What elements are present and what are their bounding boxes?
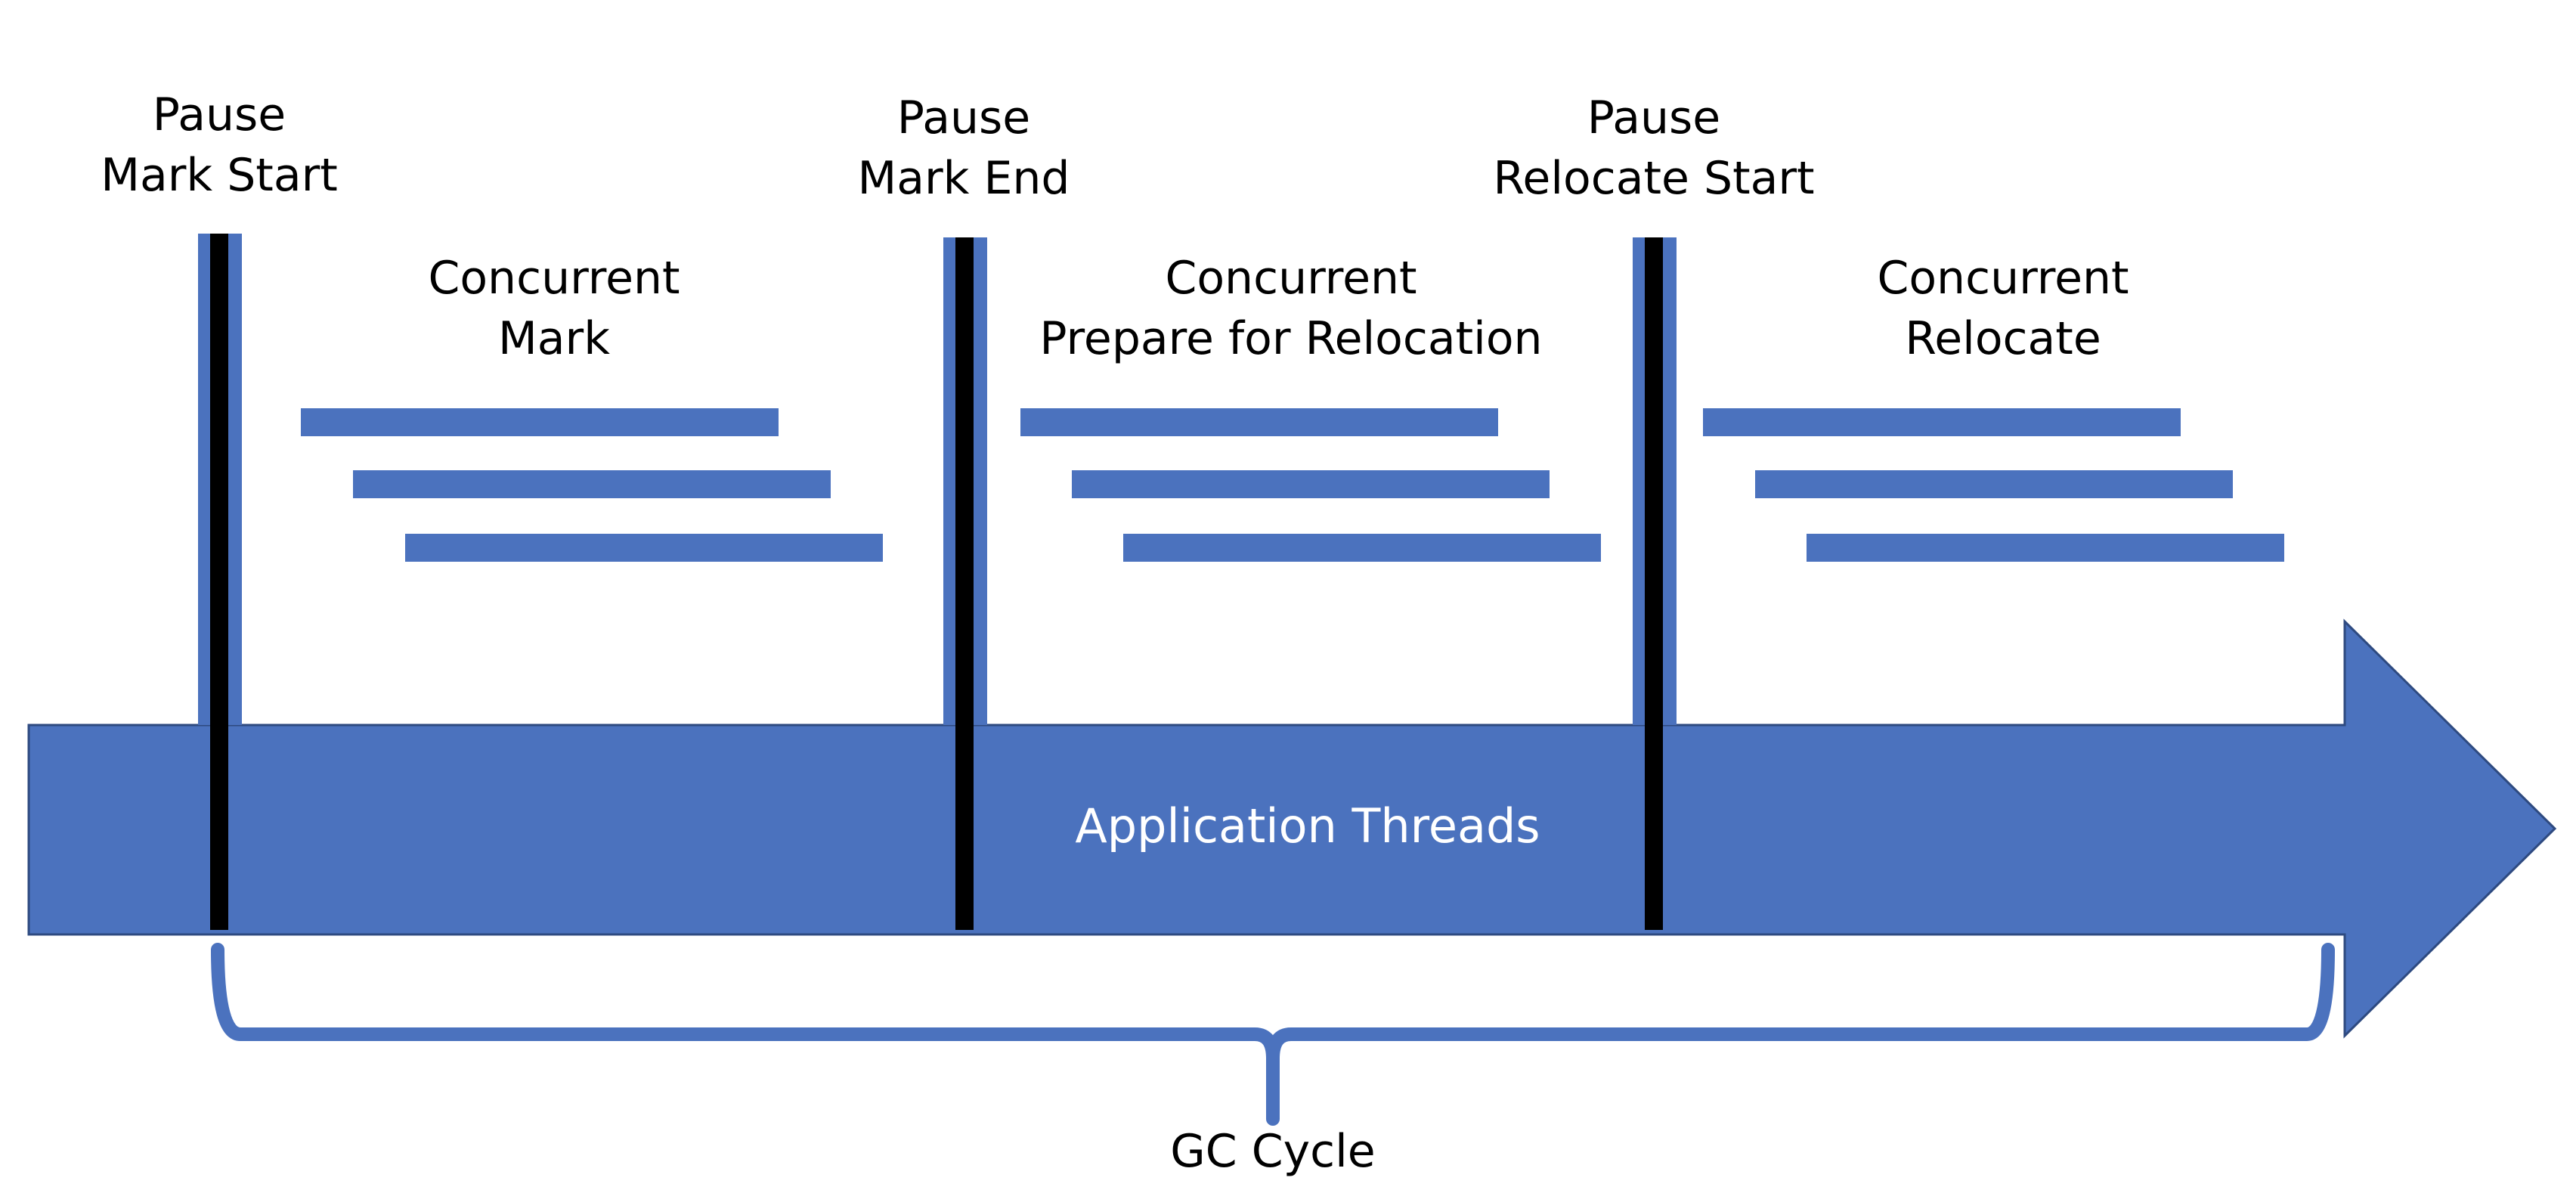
pause-label-line1: Pause [1587, 91, 1720, 144]
phase-label-line2: Prepare for Relocation [1039, 312, 1542, 365]
concurrent-thread-bar [1755, 470, 2233, 498]
pause-label-line2: Mark Start [101, 149, 338, 202]
pause-label-line1: Pause [897, 91, 1030, 144]
phase-label-line1: Concurrent [428, 252, 680, 305]
pause-relocate-start: Pause Relocate Start [1493, 91, 1815, 930]
concurrent-thread-bar [405, 534, 883, 562]
pause-black-line [1645, 237, 1663, 930]
phase-concurrent-mark: Concurrent Mark [301, 252, 883, 562]
pause-label-line2: Relocate Start [1493, 152, 1814, 205]
concurrent-thread-bar [301, 408, 779, 436]
phase-label-line2: Mark [498, 312, 610, 365]
gc-cycle-label: GC Cycle [1170, 1125, 1375, 1178]
pause-mark-start: Pause Mark Start [101, 88, 338, 930]
pause-black-line [955, 237, 974, 930]
pause-mark-end: Pause Mark End [857, 91, 1070, 930]
phase-label-line2: Relocate [1905, 312, 2101, 365]
gc-cycle-brace [211, 943, 2335, 1126]
concurrent-thread-bar [1807, 534, 2284, 562]
concurrent-thread-bar [353, 470, 831, 498]
concurrent-thread-bar [1020, 408, 1498, 436]
phase-concurrent-prepare-relocation: Concurrent Prepare for Relocation [1020, 252, 1601, 562]
pause-label-line2: Mark End [857, 152, 1070, 205]
concurrent-thread-bar [1072, 470, 1550, 498]
concurrent-thread-bar [1703, 408, 2181, 436]
phase-label-line1: Concurrent [1877, 252, 2129, 305]
phase-label-line1: Concurrent [1165, 252, 1416, 305]
pause-black-line [210, 234, 228, 930]
concurrent-thread-bar [1123, 534, 1601, 562]
application-threads-arrow [27, 618, 2557, 1039]
phase-concurrent-relocate: Concurrent Relocate [1703, 252, 2284, 562]
arrow-label: Application Threads [1075, 798, 1540, 854]
pause-label-line1: Pause [153, 88, 286, 141]
